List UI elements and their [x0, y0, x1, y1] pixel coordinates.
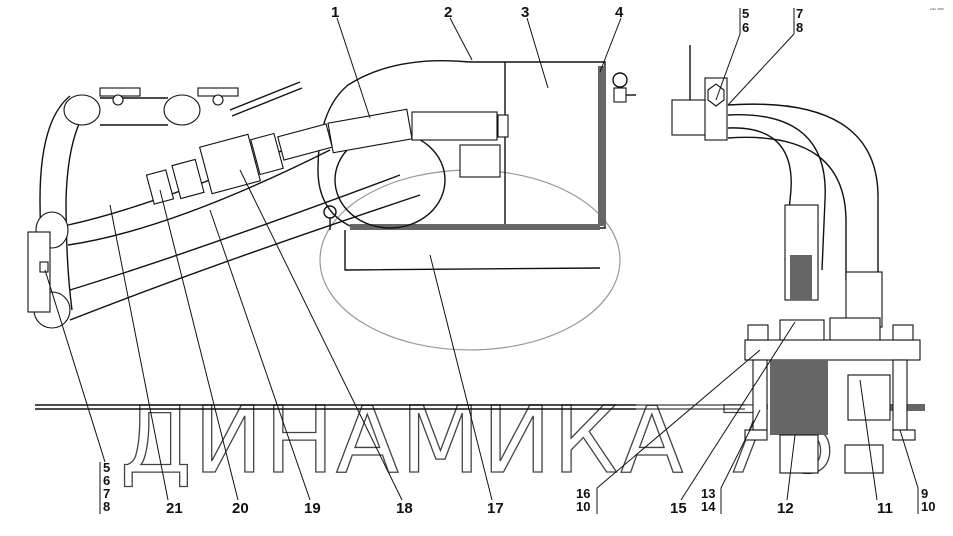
callout-11: 11 [877, 500, 893, 517]
callout-19: 19 [304, 500, 321, 517]
watermark: ДИНАМИКА 76 [119, 169, 838, 495]
callout-12: 12 [777, 500, 794, 517]
callout-8-top: 8 [796, 20, 803, 35]
tank [317, 59, 636, 271]
callout-7-left: 7 [103, 486, 110, 501]
callout-10-b: 10 [921, 499, 935, 514]
callout-10-a: 10 [576, 499, 590, 514]
callout-14: 14 [701, 499, 716, 514]
callout-6-top: 6 [742, 20, 749, 35]
callout-8-left: 8 [103, 499, 110, 514]
corner-mark: ᵃ⁴ᵒ ⁰⁰⁰ [930, 8, 944, 14]
leader-lines [44, 8, 919, 514]
hose-assembly-left [27, 81, 421, 329]
callout-4: 4 [615, 4, 624, 21]
callout-9: 9 [921, 486, 928, 501]
callout-21: 21 [166, 500, 183, 517]
callout-2: 2 [444, 4, 452, 21]
callout-7-top: 7 [796, 6, 803, 21]
hose-assembly-right [671, 45, 921, 474]
callout-13: 13 [701, 486, 715, 501]
watermark-text: ДИНАМИКА 76 [120, 387, 838, 494]
callout-15: 15 [670, 500, 687, 517]
callout-3: 3 [521, 4, 529, 21]
callout-16: 16 [576, 486, 590, 501]
callout-18: 18 [396, 500, 413, 517]
callout-5-left: 5 [103, 460, 110, 475]
callout-1: 1 [331, 4, 339, 21]
callout-5-top: 5 [742, 6, 749, 21]
callout-17: 17 [487, 500, 504, 517]
callout-20: 20 [232, 500, 249, 517]
callout-6-left: 6 [103, 473, 110, 488]
callout-labels: 1 2 3 4 5 6 7 8 5 6 7 8 21 20 19 18 17 1… [103, 4, 935, 517]
